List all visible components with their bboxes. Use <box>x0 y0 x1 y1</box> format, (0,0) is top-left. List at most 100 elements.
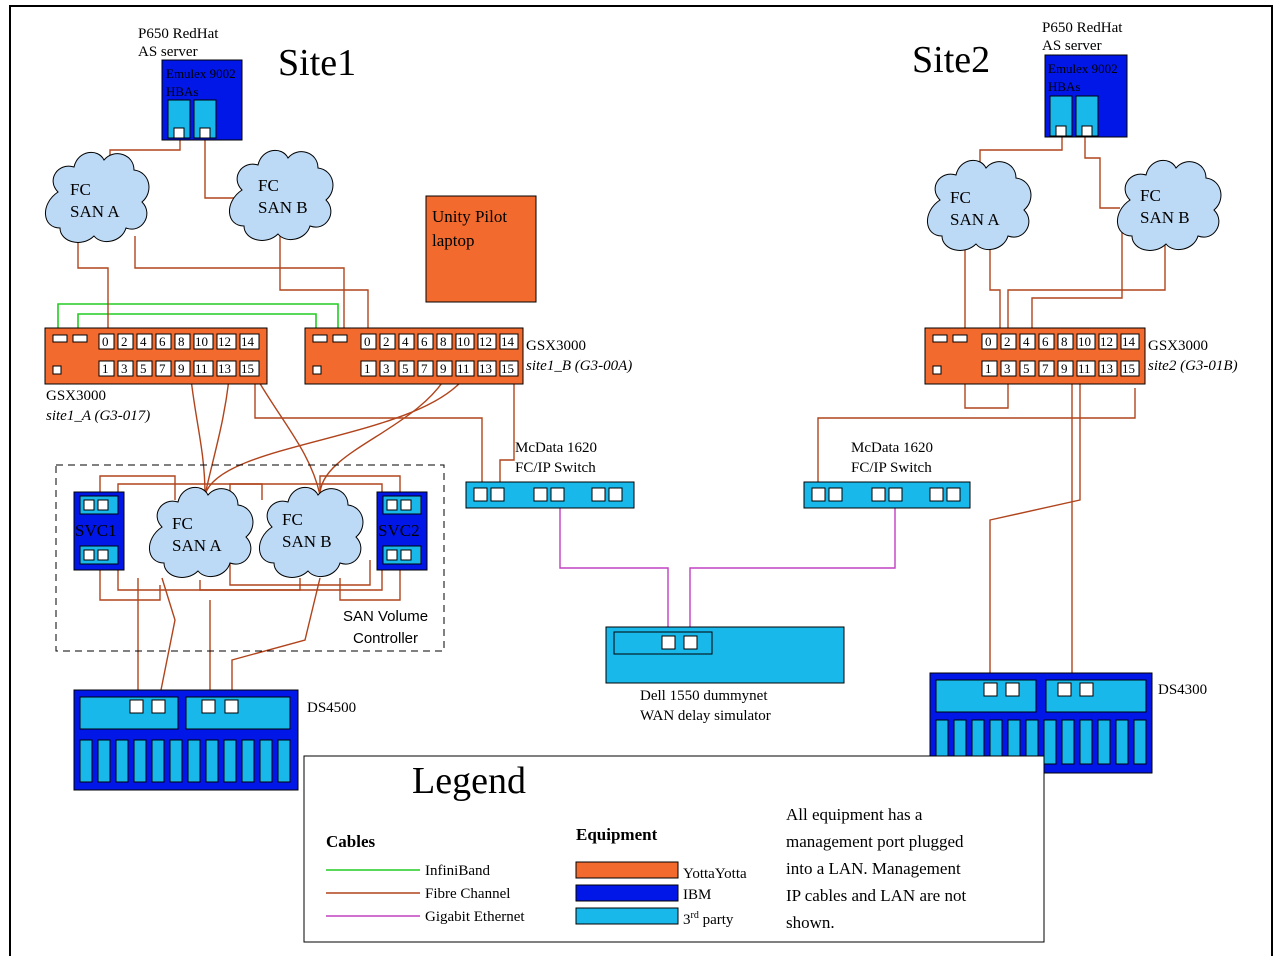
site2-fc-san-a-cloud: FC SAN A <box>926 159 1032 251</box>
svg-text:9: 9 <box>1061 361 1068 376</box>
svg-text:5: 5 <box>1023 361 1030 376</box>
gsx-site1-b-name: GSX3000 <box>526 338 586 354</box>
gsx-switch-site2: 0 2 4 6 8 10 12 14 1 3 5 7 9 11 13 15 <box>924 327 1146 385</box>
svc2-node: SVC2 <box>376 491 428 571</box>
mcdata-switch-left <box>465 481 635 509</box>
gsx-site2-id: site2 (G3-01B) <box>1148 358 1238 374</box>
svg-text:14: 14 <box>241 334 255 349</box>
svg-text:6: 6 <box>1042 334 1049 349</box>
svg-text:10: 10 <box>1078 334 1091 349</box>
svg-text:FC: FC <box>282 510 303 529</box>
svg-text:8: 8 <box>178 334 185 349</box>
svg-text:Emulex 9002: Emulex 9002 <box>166 66 236 81</box>
svg-text:13: 13 <box>1100 361 1113 376</box>
svg-text:10: 10 <box>457 334 470 349</box>
svg-text:2: 2 <box>383 334 390 349</box>
ports-bottom: 1 3 5 7 9 11 13 15 <box>98 360 260 377</box>
gsx-switch-site1-b: 0 2 4 6 8 10 12 14 1 3 5 7 9 11 13 15 <box>304 327 524 385</box>
svg-text:Gigabit Ethernet: Gigabit Ethernet <box>425 909 525 925</box>
svg-text:7: 7 <box>421 361 428 376</box>
site2-server: P650 RedHat AS server Emulex 9002 HBAs <box>1042 20 1128 138</box>
svg-text:P650 RedHat: P650 RedHat <box>1042 20 1123 36</box>
svg-text:HBAs: HBAs <box>166 84 199 99</box>
svc-fc-san-a-cloud: FC SAN A <box>148 486 254 578</box>
svg-text:FC: FC <box>172 514 193 533</box>
ports-top: 0 2 4 6 8 10 12 14 <box>981 333 1140 350</box>
svg-text:11: 11 <box>457 361 470 376</box>
svc-label-1: SAN Volume <box>343 608 428 625</box>
ds4500-label: DS4500 <box>307 700 356 716</box>
svc-boundary <box>55 464 445 652</box>
svg-text:12: 12 <box>218 334 231 349</box>
svg-text:HBAs: HBAs <box>1048 79 1081 94</box>
svg-text:InfiniBand: InfiniBand <box>425 863 490 879</box>
site2-fc-san-b-cloud: FC SAN B <box>1116 159 1222 251</box>
svg-text:management port plugged: management port plugged <box>786 832 964 851</box>
svg-text:2: 2 <box>1004 334 1011 349</box>
svg-text:YottaYotta: YottaYotta <box>683 866 747 882</box>
svg-text:SAN B: SAN B <box>258 198 308 217</box>
legend-title: Legend <box>412 760 526 802</box>
svc-fc-san-b-cloud: FC SAN B <box>258 486 364 578</box>
svg-text:AS server: AS server <box>1042 38 1102 54</box>
ds4300-label: DS4300 <box>1158 682 1207 698</box>
svg-text:9: 9 <box>178 361 185 376</box>
dell-label-1: Dell 1550 dummynet <box>640 688 768 704</box>
mcdata-right-label-1: McData 1620 <box>851 440 933 456</box>
svg-text:3rd party: 3rd party <box>683 910 734 928</box>
svg-text:2: 2 <box>121 334 128 349</box>
ports-top: 0 2 4 6 8 10 12 14 <box>360 333 519 350</box>
gsx-switch-site1-a: 0 2 4 6 8 10 12 14 1 3 5 7 9 11 13 15 <box>44 327 268 385</box>
svg-text:3: 3 <box>1004 361 1011 376</box>
svc-label-2: Controller <box>353 630 418 647</box>
svg-text:14: 14 <box>501 334 515 349</box>
svg-text:Emulex 9002: Emulex 9002 <box>1048 61 1118 76</box>
mcdata-left-label-1: McData 1620 <box>515 440 597 456</box>
svg-text:15: 15 <box>501 361 514 376</box>
svg-text:13: 13 <box>218 361 231 376</box>
svg-text:11: 11 <box>195 361 208 376</box>
svg-text:6: 6 <box>159 334 166 349</box>
svg-text:5: 5 <box>140 361 147 376</box>
dell-1550-simulator <box>605 626 845 684</box>
svg-text:FC: FC <box>258 176 279 195</box>
svg-text:12: 12 <box>1100 334 1113 349</box>
svg-text:SAN A: SAN A <box>70 202 120 221</box>
svg-text:6: 6 <box>421 334 428 349</box>
site1-title: Site1 <box>278 42 356 84</box>
site1-fc-san-b-cloud: FC SAN B <box>228 149 334 241</box>
svg-text:1: 1 <box>102 361 109 376</box>
svg-text:into a LAN. Management: into a LAN. Management <box>786 859 961 878</box>
svg-text:SVC1: SVC1 <box>75 521 117 540</box>
site1-fc-san-a-cloud: FC SAN A <box>44 151 150 243</box>
svg-text:15: 15 <box>241 361 254 376</box>
svg-text:5: 5 <box>402 361 409 376</box>
page-border <box>9 5 1273 956</box>
svg-text:FC: FC <box>70 180 91 199</box>
svg-text:SAN A: SAN A <box>950 210 1000 229</box>
mcdata-right-label-2: FC/IP Switch <box>851 460 932 476</box>
svg-text:4: 4 <box>402 334 409 349</box>
svg-text:0: 0 <box>985 334 992 349</box>
svg-text:1: 1 <box>985 361 992 376</box>
dell-label-2: WAN delay simulator <box>640 708 771 724</box>
svg-text:FC: FC <box>950 188 971 207</box>
svg-text:10: 10 <box>195 334 208 349</box>
site2-title: Site2 <box>912 39 990 81</box>
mcdata-switch-right <box>803 481 971 509</box>
svg-text:13: 13 <box>479 361 492 376</box>
svg-text:SAN B: SAN B <box>282 532 332 551</box>
svg-text:SAN B: SAN B <box>1140 208 1190 227</box>
gsx-site1-a-name: GSX3000 <box>46 388 106 404</box>
svg-text:SVC2: SVC2 <box>378 521 420 540</box>
ports-bottom: 1 3 5 7 9 11 13 15 <box>981 360 1140 377</box>
legend-cables-title: Cables <box>326 832 376 851</box>
svg-text:IBM: IBM <box>683 887 711 903</box>
svg-text:3: 3 <box>121 361 128 376</box>
svg-text:3: 3 <box>383 361 390 376</box>
svg-text:4: 4 <box>1023 334 1030 349</box>
ports-bottom: 1 3 5 7 9 11 13 15 <box>360 360 519 377</box>
svg-text:8: 8 <box>440 334 447 349</box>
unity-pilot-laptop: Unity Pilot laptop <box>425 195 537 303</box>
